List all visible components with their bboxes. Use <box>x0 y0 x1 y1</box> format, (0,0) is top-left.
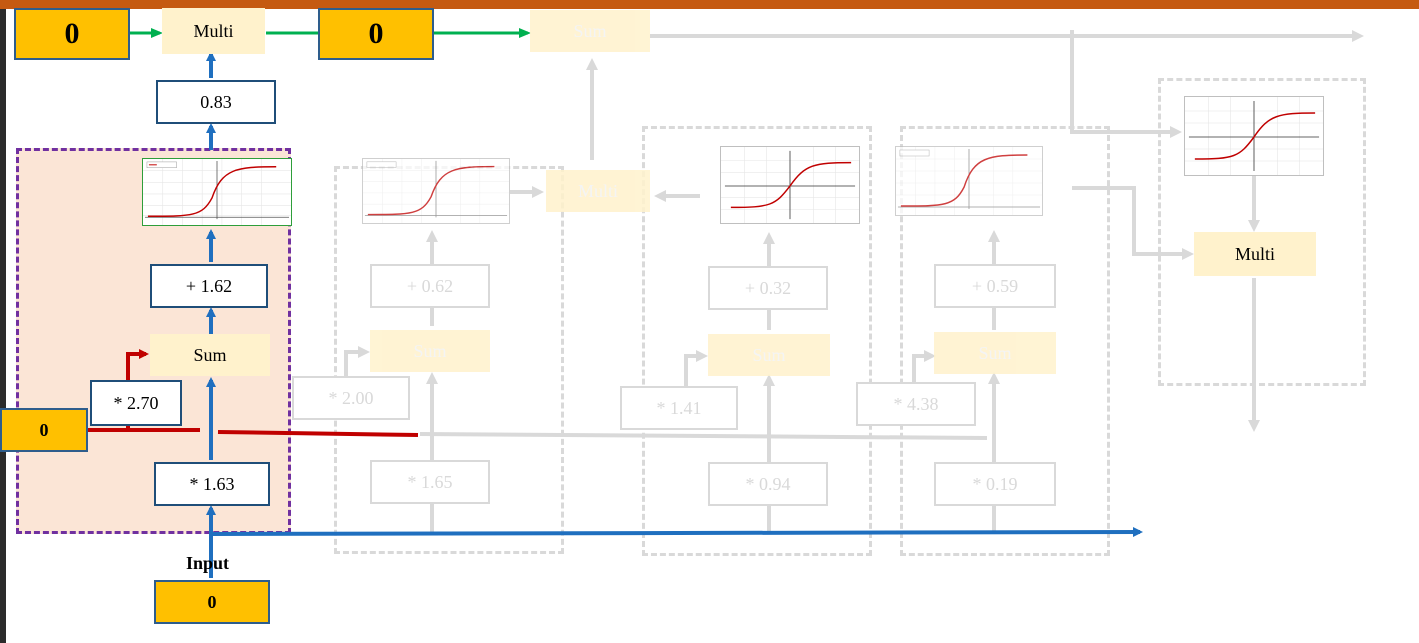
sigmoid-plot-icon <box>142 158 292 226</box>
unit-3-recurrent-weight-node: * 1.41 <box>620 386 738 430</box>
offset-node: + 1.62 <box>150 264 268 308</box>
unit-2-input-weight-node: * 1.65 <box>370 460 490 504</box>
middle-multi-node: Multi <box>546 170 650 212</box>
scale-out-value: 0.83 <box>156 80 276 124</box>
top-sum-node: Sum <box>530 10 650 52</box>
tanh-plot-icon <box>1184 96 1324 176</box>
unit-3-offset-node: + 0.32 <box>708 266 828 310</box>
input-label: Input <box>186 553 230 573</box>
unit-3-input-weight-node: * 0.94 <box>708 462 828 506</box>
unit-4-input-weight-node: * 0.19 <box>934 462 1056 506</box>
unit-4-recurrent-weight-node: * 4.38 <box>856 382 976 426</box>
sum-node: Sum <box>150 334 270 376</box>
unit-2-recurrent-weight-node: * 2.00 <box>292 376 410 420</box>
tanh-plot-icon <box>720 146 860 224</box>
unit-2-offset-node: + 0.62 <box>370 264 490 308</box>
left-state-value: 0 <box>14 8 130 60</box>
output-unit-frame <box>1158 78 1366 386</box>
sigmoid-plot-icon <box>895 146 1043 216</box>
window-edge <box>0 9 6 643</box>
unit-3-frame <box>642 126 872 556</box>
input-value-node: 0 <box>154 580 270 624</box>
unit-3-sum-node: Sum <box>708 334 830 376</box>
unit-4-offset-node: + 0.59 <box>934 264 1056 308</box>
recurrent-weight-node: * 2.70 <box>90 380 182 426</box>
unit-4-sum-node: Sum <box>934 332 1056 374</box>
unit-4-frame <box>900 126 1110 556</box>
input-weight-node: * 1.63 <box>154 462 270 506</box>
title-bar <box>0 0 1419 9</box>
top-multi-node: Multi <box>162 8 265 54</box>
state-value-node: 0 <box>0 408 88 452</box>
output-multi-node: Multi <box>1194 232 1316 276</box>
unit-2-sum-node: Sum <box>370 330 490 372</box>
mid-state-value: 0 <box>318 8 434 60</box>
sigmoid-plot-icon <box>362 158 510 224</box>
